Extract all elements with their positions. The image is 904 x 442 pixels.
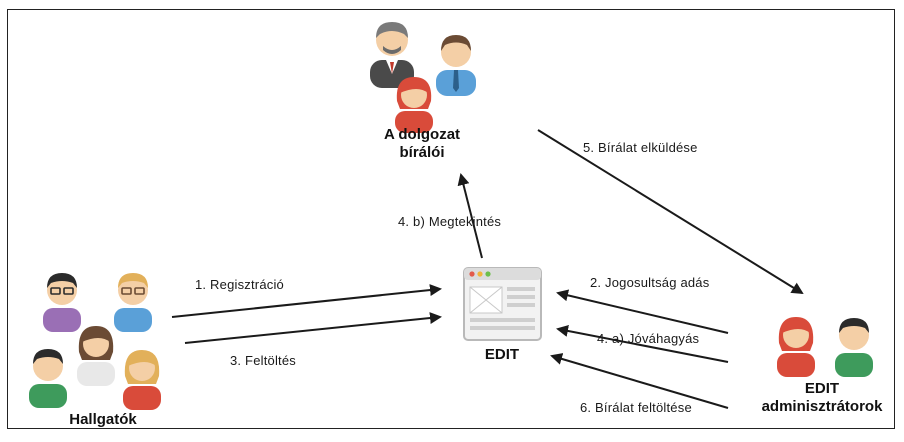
- step-5-label: 5. Bírálat elküldése: [583, 140, 698, 155]
- step-4b-label: 4. b) Megtekintés: [398, 214, 502, 229]
- reviewers-label-line2: bírálói: [399, 144, 445, 161]
- reviewer-man-tie-icon: [436, 35, 476, 96]
- arrow-view: [457, 173, 483, 259]
- edit-window-icon: [463, 267, 542, 341]
- admins-label-line1: EDIT: [804, 380, 840, 397]
- arrow-upload: [184, 312, 442, 344]
- reviewer-woman-icon: [395, 77, 433, 133]
- arrow-review-upload: [550, 353, 729, 409]
- student-man-glasses-icon: [43, 273, 81, 332]
- step-3-label: 3. Feltöltés: [230, 353, 296, 368]
- admin-woman-red-icon: [777, 317, 815, 377]
- admin-man-green-icon: [835, 318, 873, 377]
- arrow-approval: [556, 325, 729, 363]
- arrow-send-review: [537, 129, 804, 295]
- student-woman-brown-icon: [77, 326, 115, 386]
- step-2-label: 2. Jogosultság adás: [590, 275, 710, 290]
- admins-label-line2: adminisztrátorok: [761, 398, 883, 415]
- students-label: Hallgatók: [69, 411, 137, 428]
- step-6-label: 6. Bírálat feltöltése: [580, 400, 692, 415]
- student-man-green-icon: [29, 349, 67, 408]
- student-woman-blond-icon: [123, 350, 161, 410]
- admins-label: EDIT adminisztrátorok: [752, 380, 892, 416]
- step-1-label: 1. Regisztráció: [195, 277, 284, 292]
- step-4a-label: 4. a) Jóváhagyás: [597, 331, 700, 346]
- reviewers-label: A dolgozat bírálói: [372, 126, 472, 162]
- student-man-blond-glasses-icon: [114, 273, 152, 332]
- arrow-registration: [171, 284, 442, 318]
- arrow-permission: [556, 289, 729, 334]
- reviewers-label-line1: A dolgozat: [383, 126, 461, 143]
- edit-label: EDIT: [484, 346, 520, 363]
